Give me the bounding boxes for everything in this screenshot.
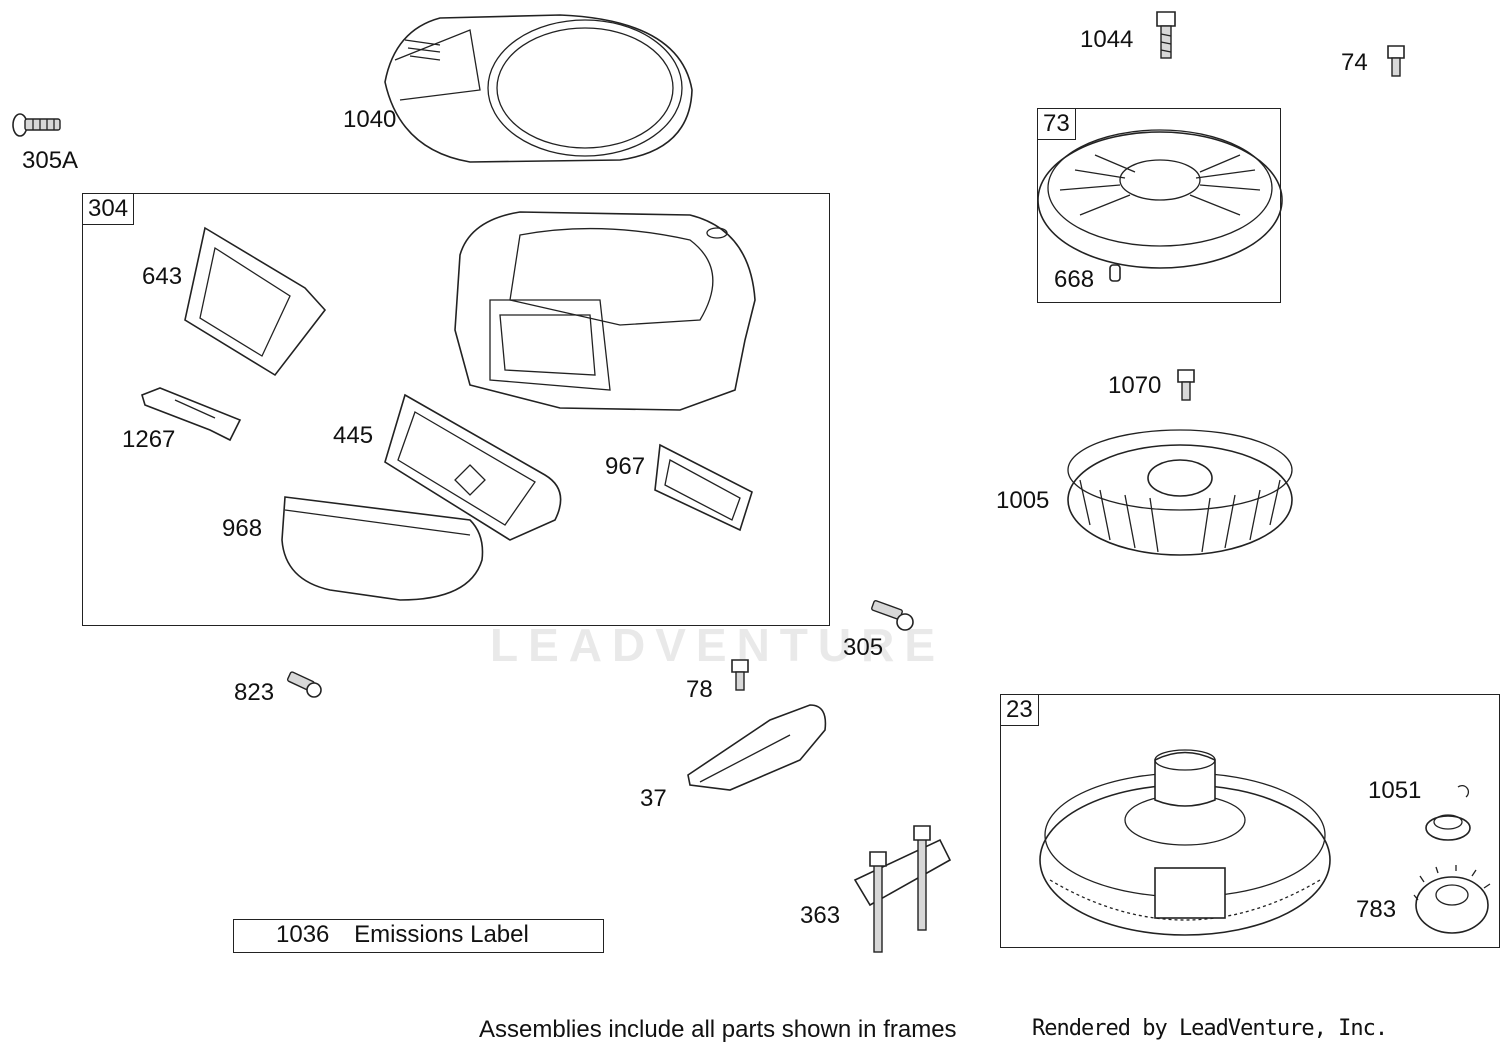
callout-968: 968	[222, 515, 263, 542]
callout-74: 74	[1341, 49, 1368, 76]
callout-1005: 1005	[996, 487, 1050, 514]
part-305A-bolt	[12, 113, 61, 137]
part-23-flywheel	[1039, 749, 1331, 936]
callout-1070: 1070	[1108, 372, 1162, 399]
frame-73: 73	[1037, 108, 1281, 303]
callout-823: 823	[234, 679, 275, 706]
part-1051-washer	[1425, 784, 1471, 841]
frame-304: 304	[82, 193, 830, 626]
footer-credit: Rendered by LeadVenture, Inc.	[1032, 1016, 1388, 1041]
callout-37: 37	[640, 785, 667, 812]
callout-1051: 1051	[1368, 777, 1422, 804]
part-823-bolt	[286, 671, 322, 698]
callout-363: 363	[800, 902, 841, 929]
part-74-bolt	[1387, 45, 1405, 77]
callout-78: 78	[686, 676, 713, 703]
part-37-baffle	[687, 704, 827, 791]
callout-643: 643	[142, 263, 183, 290]
part-305-bolt	[871, 600, 914, 631]
part-668-pin	[1109, 264, 1121, 282]
callout-668: 668	[1054, 266, 1095, 293]
part-363-bracket	[853, 825, 952, 953]
frame-73-tag: 73	[1038, 109, 1076, 140]
part-1005-fan	[1067, 429, 1293, 556]
watermark: LEADVENTURE	[490, 619, 946, 671]
part-968-cover	[281, 496, 484, 601]
part-445-panel	[384, 393, 562, 541]
part-1070-bolt	[1177, 369, 1195, 401]
callout-305: 305	[843, 634, 884, 661]
emissions-label-number: 1036	[276, 921, 330, 948]
part-73-screen	[1037, 129, 1283, 269]
emissions-label-text: Emissions Label	[354, 921, 529, 948]
frame-304-tag: 304	[83, 194, 135, 225]
callout-967: 967	[605, 453, 646, 480]
callout-305A: 305A	[22, 147, 79, 174]
emissions-label-box: 1036 Emissions Label	[233, 919, 604, 953]
footer-note: Assemblies include all parts shown in fr…	[479, 1016, 957, 1043]
part-1044-bolt	[1156, 11, 1176, 59]
frame-23-tag: 23	[1001, 695, 1039, 726]
callout-1044: 1044	[1080, 26, 1134, 53]
callout-783: 783	[1356, 896, 1397, 923]
part-967-decal	[654, 443, 753, 532]
part-783-gear	[1413, 865, 1491, 934]
part-643-bracket	[184, 226, 327, 377]
frame-23: 23	[1000, 694, 1500, 948]
callout-1040: 1040	[343, 106, 397, 133]
part-78-bolt	[731, 659, 749, 691]
part-1040-blower-cover	[384, 14, 693, 163]
callout-1267: 1267	[122, 426, 176, 453]
part-1267-clip	[141, 387, 242, 442]
part-304-blower-housing	[454, 211, 756, 411]
callout-445: 445	[333, 422, 374, 449]
